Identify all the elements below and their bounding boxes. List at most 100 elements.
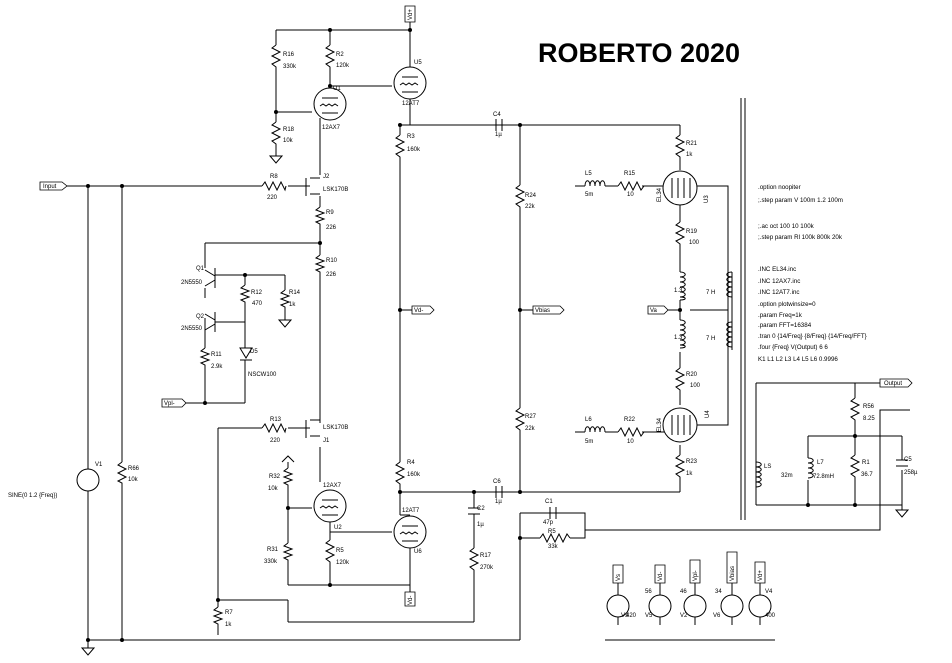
u1-ref: U1 (333, 86, 341, 92)
u3-ref: U3 (704, 195, 710, 203)
v4-ref: V4 (765, 589, 773, 595)
l5-value: 5m (585, 192, 593, 198)
l2-value: 1.3 (674, 335, 683, 341)
l5-ref: L5 (585, 171, 592, 177)
r7-value: 1k (225, 622, 232, 628)
c1-value: 47p (543, 520, 554, 526)
net-vpl-minus: Vpl- (164, 401, 175, 407)
r11-value: 2.9k (211, 364, 223, 370)
r8-ref: R8 (270, 174, 278, 180)
r4-value: 160k (407, 472, 421, 478)
r66-ref: R66 (128, 466, 140, 472)
spice-directives: .option noopiter ;.step param V 100m 1.2… (758, 184, 867, 363)
net-vd-minus-bottom: Vd- (408, 596, 414, 605)
c5-value: 258µ (904, 470, 918, 476)
q2-value: 2N5550 (181, 326, 203, 332)
c1-ref: C1 (545, 499, 553, 505)
r22-ref: R22 (624, 417, 636, 423)
r18-value: 10k (283, 138, 294, 144)
u6-value: 12AT7 (402, 508, 420, 514)
r5-value: 120k (336, 560, 350, 566)
directive-1: .option noopiter (758, 184, 801, 191)
r27-value: 22k (525, 426, 536, 432)
r19-value: 100 (689, 240, 700, 246)
r32-value: 10k (268, 486, 279, 492)
r32-ref: R32 (269, 474, 281, 480)
r15-value: 10 (627, 192, 634, 198)
r21-value: 1k (686, 152, 693, 158)
r27-ref: R27 (525, 414, 537, 420)
r56-value: 8.25 (863, 416, 875, 422)
v5-value: 56 (645, 589, 652, 595)
d5-ref: D5 (250, 349, 258, 355)
title: ROBERTO 2020 (538, 38, 740, 68)
r23-ref: R23 (686, 459, 698, 465)
directive-7: .INC 12AT7.inc (758, 289, 800, 296)
r31-value: 330k (264, 559, 278, 565)
u4-value: EL34 (657, 417, 663, 432)
ls-value: 32m (781, 473, 793, 479)
r20-value: 100 (690, 383, 701, 389)
c6-value: 1µ (495, 499, 502, 505)
l6-ref: L6 (585, 417, 592, 423)
vs-value: 420 (626, 613, 637, 619)
directive-9: .param Freq=1k (758, 312, 803, 319)
r16-value: 330k (283, 64, 297, 70)
v5-ref: V5 (645, 613, 653, 619)
r4-ref: R4 (407, 460, 415, 466)
l1-value: 1.3 (674, 288, 683, 294)
directive-2: ;.step param V 100m 1.2 100m (758, 197, 843, 204)
r12-ref: R12 (251, 290, 263, 296)
directive-4: ;.step param Rl 100k 800k 20k (758, 234, 843, 241)
capacitor-symbols (468, 119, 908, 520)
v4-value: 400 (765, 613, 776, 619)
u3-value: EL34 (657, 187, 663, 202)
c2-value: 1µ (477, 522, 484, 528)
l3-value: 7 H (706, 290, 715, 296)
c2-ref: C2 (477, 506, 485, 512)
net-output: Output (884, 381, 902, 387)
j2-value: LSK170B (323, 187, 348, 193)
r1-value: 36.7 (861, 472, 873, 478)
r17-ref: R17 (480, 553, 492, 559)
r2-value: 120k (336, 63, 350, 69)
u2-ref: U2 (334, 525, 342, 531)
u5-ref: U5 (414, 60, 422, 66)
v6-ref: V6 (713, 613, 721, 619)
net-vd-plus: Vd+ (408, 9, 414, 20)
r56-ref: R56 (863, 404, 875, 410)
r9-ref: R9 (326, 210, 334, 216)
u2-value: 12AX7 (323, 483, 342, 489)
r11-ref: R11 (211, 352, 222, 358)
r20-ref: R20 (686, 372, 698, 378)
q1-value: 2N5550 (181, 280, 203, 286)
tube-symbols (313, 66, 698, 549)
r24-value: 22k (525, 204, 536, 210)
u4-ref: U4 (705, 410, 711, 418)
r21-ref: R21 (686, 141, 698, 147)
u5-value: 12AT7 (402, 101, 420, 107)
net-vd-minus: Vd- (414, 308, 423, 314)
j1-value: LSK170B (323, 425, 348, 431)
r15-ref: R15 (624, 171, 636, 177)
u1-value: 12AX7 (322, 125, 341, 131)
q2-ref: Q2 (196, 314, 205, 320)
directive-11: .tran 0 {14/Freq} {8/Freq} {14/Freq/FFT} (758, 333, 867, 340)
r13-ref: R13 (270, 417, 282, 423)
r5-ref: R5 (336, 548, 344, 554)
source-symbols (76, 468, 772, 618)
v2-ref: V2 (680, 613, 688, 619)
ls-ref: LS (764, 464, 771, 470)
r24-ref: R24 (525, 193, 537, 199)
directive-6: .INC 12AX7.inc (758, 278, 800, 285)
d5-value: NSCW100 (248, 372, 277, 378)
semiconductor-symbols (204, 177, 320, 438)
q1-ref: Q1 (196, 266, 205, 272)
r22-value: 10 (627, 439, 634, 445)
net-supply-vd-plus: Vd+ (758, 570, 764, 581)
r8-value: 220 (267, 195, 278, 201)
c4-value: 1µ (495, 132, 502, 138)
l7-ref: L7 (817, 460, 824, 466)
r14-value: 1k (289, 302, 296, 308)
